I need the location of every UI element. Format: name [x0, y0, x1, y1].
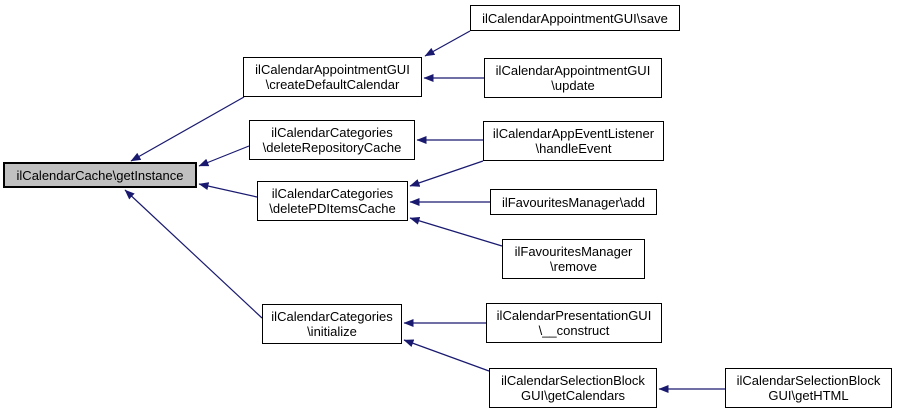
- edge-deleteRepositoryCache-to-getInstance: [198, 145, 250, 167]
- graph-node-getInstance: ilCalendarCache\getInstance: [3, 162, 197, 188]
- graph-node-deleteRepositoryCache[interactable]: ilCalendarCategories \deleteRepositoryCa…: [249, 120, 415, 160]
- graph-node-remove[interactable]: ilFavouritesManager \remove: [502, 239, 645, 279]
- graph-node-getCalendars[interactable]: ilCalendarSelectionBlock GUI\getCalendar…: [489, 368, 657, 408]
- graph-node-update[interactable]: ilCalendarAppointmentGUI \update: [484, 58, 662, 98]
- graph-node-initialize[interactable]: ilCalendarCategories \initialize: [262, 304, 402, 344]
- graph-node-deletePDItemsCache[interactable]: ilCalendarCategories \deletePDItemsCache: [257, 181, 408, 221]
- graph-node-createDefaultCalendar[interactable]: ilCalendarAppointmentGUI \createDefaultC…: [243, 57, 422, 97]
- graph-node-construct[interactable]: ilCalendarPresentationGUI \__construct: [486, 303, 662, 343]
- edge-remove-to-deletePDItemsCache: [409, 216, 503, 247]
- edge-handleEvent-to-deletePDItemsCache: [409, 160, 484, 187]
- edge-save-to-createDefaultCalendar: [424, 30, 471, 57]
- edge-getCalendars-to-initialize: [403, 339, 490, 372]
- graph-node-add[interactable]: ilFavouritesManager\add: [490, 189, 657, 215]
- graph-node-getHTML[interactable]: ilCalendarSelectionBlock GUI\getHTML: [725, 368, 892, 408]
- edge-initialize-to-getInstance: [124, 189, 263, 319]
- edge-deletePDItemsCache-to-getInstance: [198, 182, 258, 198]
- graph-node-save[interactable]: ilCalendarAppointmentGUI\save: [470, 5, 680, 31]
- graph-node-handleEvent[interactable]: ilCalendarAppEventListener \handleEvent: [483, 121, 664, 161]
- edge-createDefaultCalendar-to-getInstance: [130, 96, 245, 162]
